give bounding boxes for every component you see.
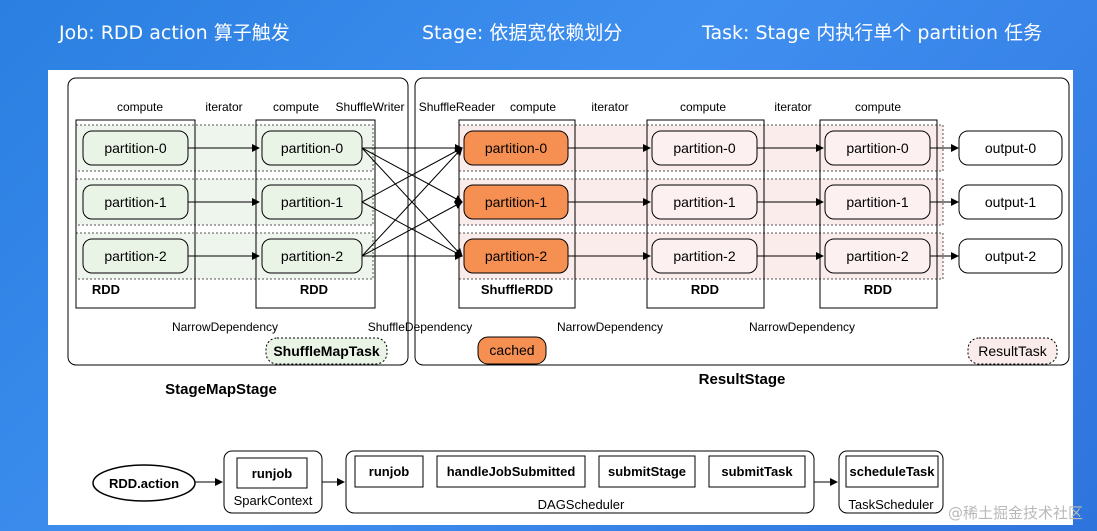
partition-label: partition-2 <box>485 248 547 264</box>
shuffle-rdd-partitions: partition-0 partition-1 partition-2 <box>463 130 569 274</box>
watermark: @稀土掘金技术社区 <box>947 504 1083 522</box>
outputs: output-0 output-1 output-2 <box>958 130 1063 274</box>
partition-label: partition-0 <box>485 140 547 156</box>
partition-column-4: partition-0 partition-1 partition-2 <box>651 130 758 274</box>
shuffle-map-task-badge <box>265 337 388 365</box>
stage-map-stage-box <box>67 77 409 366</box>
spark-context-label: SparkContext <box>234 493 313 508</box>
rdd-box-2 <box>255 119 376 309</box>
compute-label: compute <box>117 100 163 114</box>
partition-label: partition-1 <box>846 194 908 210</box>
rdd-labels: RDD RDD ShuffleRDD RDD RDD <box>92 282 892 297</box>
output-label: output-0 <box>985 140 1037 156</box>
partition-label: partition-2 <box>104 248 166 264</box>
narrow-dependency-label: NarrowDependency <box>557 320 663 334</box>
rdd-label: RDD <box>691 282 719 297</box>
dag-scheduler-label: DAGScheduler <box>538 497 625 512</box>
rdd-label: RDD <box>92 282 120 297</box>
partition-column-1: partition-0 partition-1 partition-2 <box>82 130 189 274</box>
result-stage-title: ResultStage <box>699 371 786 388</box>
submit-task-label: submitTask <box>721 464 793 479</box>
partition-column-2: partition-0 partition-1 partition-2 <box>261 130 363 274</box>
rdd-label: RDD <box>300 282 328 297</box>
result-task-badge <box>967 337 1058 365</box>
rdd-box-3 <box>646 119 765 309</box>
iterator-label: iterator <box>205 100 242 114</box>
rdd-box-4 <box>819 119 938 309</box>
partition-label: partition-1 <box>673 194 735 210</box>
runjob-box <box>354 455 424 488</box>
dependency-arrows <box>188 144 959 260</box>
submit-task-box <box>708 455 806 488</box>
narrow-dependency-label: NarrowDependency <box>172 320 278 334</box>
shuffle-rdd-label: ShuffleRDD <box>481 282 553 297</box>
output-label: output-1 <box>985 194 1037 210</box>
stage-map-stage-title: StageMapStage <box>165 381 277 398</box>
rdd-action-node <box>92 464 196 502</box>
partition-label: partition-2 <box>846 248 908 264</box>
submit-stage-label: submitStage <box>608 464 686 479</box>
task-heading: Task: Stage 内执行单个 partition 任务 <box>702 22 1043 44</box>
compute-label: compute <box>273 100 319 114</box>
cached-label: cached <box>489 342 534 358</box>
partition-label: partition-2 <box>673 248 735 264</box>
shuffle-map-task-label: ShuffleMapTask <box>273 343 380 359</box>
runjob-label: runjob <box>369 464 409 479</box>
dependency-labels: NarrowDependency ShuffleDependency Narro… <box>172 320 855 334</box>
stage-heading: Stage: 依据宽依赖划分 <box>422 22 623 44</box>
header: Job: RDD action 算子触发 Stage: 依据宽依赖划分 Task… <box>0 0 1097 62</box>
partition-label: partition-0 <box>281 140 343 156</box>
rdd-label: RDD <box>864 282 892 297</box>
top-labels: compute iterator compute ShuffleWriter S… <box>117 100 901 114</box>
partition-label: partition-1 <box>104 194 166 210</box>
shuffle-dependency-label: ShuffleDependency <box>368 320 473 334</box>
runjob-box <box>236 457 308 489</box>
result-task-label: ResultTask <box>978 343 1047 359</box>
scheduling-flow: RDD.action runjob SparkContext runjob ha… <box>92 450 944 514</box>
partition-label: partition-1 <box>485 194 547 210</box>
shuffle-writer-label: ShuffleWriter <box>336 100 405 114</box>
task-scheduler-label: TaskScheduler <box>848 497 934 512</box>
schedule-task-box <box>845 455 939 488</box>
rdd-box-1 <box>75 119 196 309</box>
shuffle-reader-label: ShuffleReader <box>419 100 496 114</box>
partition-label: partition-0 <box>673 140 735 156</box>
partition-column-5: partition-0 partition-1 partition-2 <box>824 130 931 274</box>
rdd-action-label: RDD.action <box>109 476 179 491</box>
partition-label: partition-0 <box>104 140 166 156</box>
partition-label: partition-1 <box>281 194 343 210</box>
schedule-task-label: scheduleTask <box>849 464 935 479</box>
compute-label: compute <box>510 100 556 114</box>
narrow-dependency-label: NarrowDependency <box>749 320 855 334</box>
result-stage-box <box>414 77 1070 366</box>
shuffle-rdd-box <box>458 119 576 309</box>
partition-label: partition-2 <box>281 248 343 264</box>
partition-label: partition-0 <box>846 140 908 156</box>
cached-badge <box>477 336 547 365</box>
runjob-label: runjob <box>252 466 292 481</box>
iterator-label: iterator <box>774 100 811 114</box>
iterator-label: iterator <box>591 100 628 114</box>
compute-label: compute <box>855 100 901 114</box>
submit-stage-box <box>598 455 696 488</box>
output-label: output-2 <box>985 248 1037 264</box>
handle-job-submitted-box <box>436 455 586 488</box>
handle-job-submitted-label: handleJobSubmitted <box>447 464 576 479</box>
compute-label: compute <box>680 100 726 114</box>
job-heading: Job: RDD action 算子触发 <box>59 22 290 44</box>
